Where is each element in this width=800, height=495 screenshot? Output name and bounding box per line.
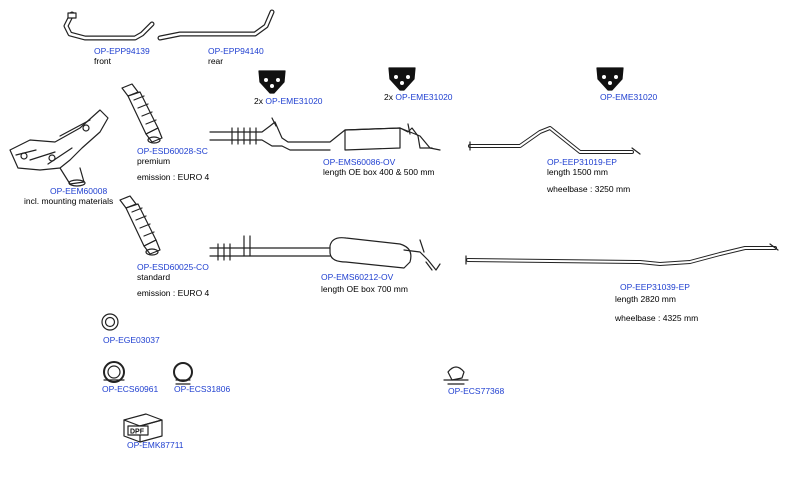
manifold-icon[interactable]: [9, 109, 109, 187]
part-code-eem60008[interactable]: OP-EEM60008: [50, 186, 108, 196]
hanger-icon[interactable]: [388, 67, 416, 91]
part-note-ems60086: length OE box 400 & 500 mm: [323, 167, 435, 177]
part-code-ems60212[interactable]: OP-EMS60212-OV: [321, 272, 394, 282]
silencer-icon[interactable]: [209, 117, 441, 151]
tail-pipe-icon[interactable]: [468, 126, 641, 155]
dpf-badge: DPF: [130, 429, 145, 436]
part-note-esd60025: standard: [137, 272, 171, 282]
part-note-eep31039: length 2820 mm: [615, 294, 676, 304]
part-note-eep31019: length 1500 mm: [547, 167, 608, 177]
hanger-icon[interactable]: [258, 70, 286, 94]
part-note-esd60028: premium: [137, 156, 171, 166]
part-code-emk87711[interactable]: OP-EMK87711: [127, 440, 184, 450]
part-code-eep31039[interactable]: OP-EEP31039-EP: [620, 282, 690, 292]
part-code-esd60025[interactable]: OP-ESD60025-CO: [137, 262, 209, 272]
part-code-eme31020[interactable]: OP-EME31020: [265, 96, 323, 106]
emission-label: emission : EURO 4: [137, 288, 210, 298]
part-code-eep31019[interactable]: OP-EEP31019-EP: [547, 157, 617, 167]
part-code-epp94140[interactable]: OP-EPP94140: [208, 46, 264, 56]
part-note-eem60008: incl. mounting materials: [24, 196, 114, 206]
kit-box-icon[interactable]: DPF: [123, 413, 163, 443]
quantity-label: 2x: [384, 92, 393, 102]
quantity-label: 2x: [254, 96, 263, 106]
part-code-esd60028[interactable]: OP-ESD60028-SC: [137, 146, 208, 156]
rear-pipe-icon[interactable]: [157, 9, 275, 41]
part-note-ems60212: length OE box 700 mm: [321, 284, 408, 294]
emission-label: emission : EURO 4: [137, 172, 210, 182]
part-code-ems60086[interactable]: OP-EMS60086-OV: [323, 157, 396, 167]
part-code-epp94139[interactable]: OP-EPP94139: [94, 46, 150, 56]
part-label-eme-b[interactable]: 2x OP-EME31020: [384, 92, 453, 102]
part-note-epp94139: front: [94, 56, 112, 66]
part-code-ecs31806[interactable]: OP-ECS31806: [174, 384, 231, 394]
hanger-icon[interactable]: [596, 67, 624, 91]
clamp-icon[interactable]: [173, 362, 193, 385]
wheelbase-label: wheelbase : 3250 mm: [547, 184, 631, 194]
part-code-ecs77368[interactable]: OP-ECS77368: [448, 386, 505, 396]
gasket-icon[interactable]: [101, 313, 119, 331]
part-note-epp94140: rear: [208, 56, 224, 66]
catalyst-icon[interactable]: [121, 83, 163, 144]
clamp-icon[interactable]: [103, 361, 125, 383]
wheelbase-label: wheelbase : 4325 mm: [615, 313, 699, 323]
clamp-icon[interactable]: [443, 366, 469, 385]
catalyst-icon[interactable]: [119, 195, 161, 256]
part-code-ege03037[interactable]: OP-EGE03037: [103, 335, 160, 345]
part-code-eme31020[interactable]: OP-EME31020: [395, 92, 453, 102]
silencer-icon[interactable]: [209, 235, 441, 271]
part-label-eme-a[interactable]: 2x OP-EME31020: [254, 96, 323, 106]
tail-pipe-icon[interactable]: [465, 243, 779, 266]
front-pipe-icon[interactable]: [63, 11, 155, 41]
part-code-ecs60961[interactable]: OP-ECS60961: [102, 384, 159, 394]
part-code-eme31020[interactable]: OP-EME31020: [600, 92, 658, 102]
